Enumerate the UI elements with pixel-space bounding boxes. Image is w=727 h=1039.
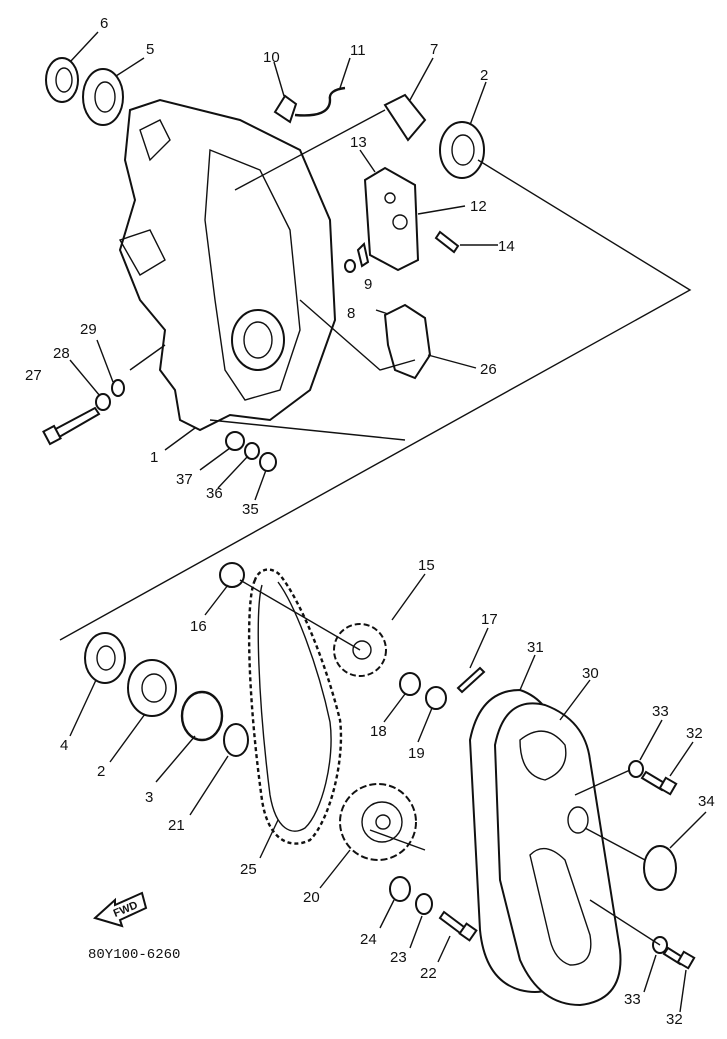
drive-housing [118,98,337,432]
drawing-code: 80Y100-6260 [88,947,180,963]
breather-hose-11 [294,86,346,117]
label-part-17: 17 [481,611,498,628]
label-part-19: 19 [408,745,425,762]
label-part-2-bottom: 2 [97,763,105,780]
label-part-37: 37 [176,471,193,488]
bolt-22 [438,910,478,942]
label-part-5: 5 [146,41,154,58]
label-part-33-upper: 33 [652,703,669,720]
plate-12 [363,166,420,272]
label-part-33-lower: 33 [624,991,641,1008]
washer-29 [111,379,125,397]
bearing-5 [82,68,124,126]
label-part-7: 7 [430,41,438,58]
bolt-9 [356,242,370,268]
label-part-23: 23 [390,949,407,966]
label-part-3: 3 [145,789,153,806]
label-part-32-lower: 32 [666,1011,683,1028]
bolt-27 [42,406,101,446]
label-part-14: 14 [498,238,515,255]
label-part-30: 30 [582,665,599,682]
label-part-29: 29 [80,321,97,338]
chain-case-cover-30 [493,702,622,1007]
label-part-4: 4 [60,737,68,754]
leader-lines [69,31,707,1013]
label-part-25: 25 [240,861,257,878]
drive-chain-25 [247,568,343,845]
label-part-9: 9 [364,276,372,293]
label-part-34: 34 [698,793,715,810]
label-part-21: 21 [168,817,185,834]
label-part-24: 24 [360,931,377,948]
bearing-2-top [439,121,485,179]
label-part-11: 11 [350,42,366,59]
label-part-8: 8 [347,305,355,322]
label-part-2-top: 2 [480,67,488,84]
bolt-32-lower [662,946,696,970]
washer-28 [95,393,111,411]
bearing-6 [45,57,79,103]
washer-37 [225,431,245,451]
bearing-4 [84,632,126,684]
collar-7 [383,93,427,142]
sprocket-20 [339,783,417,861]
label-part-20: 20 [303,889,320,906]
bolt-14 [434,230,460,254]
label-part-16: 16 [190,618,207,635]
label-part-18: 18 [370,723,387,740]
pin-17 [456,666,486,694]
washer-18 [399,672,421,696]
label-part-35: 35 [242,501,259,518]
washer-24 [389,876,411,902]
fwd-arrow-icon: FWD [93,891,148,928]
label-part-10: 10 [263,49,280,66]
part-labels: 6 5 10 11 7 2 13 12 14 9 8 26 29 28 27 1… [25,15,715,1028]
label-part-32-upper: 32 [686,725,703,742]
bottom-assembly-lines [239,579,661,946]
nut-35 [259,452,277,472]
label-part-12: 12 [470,198,487,215]
label-part-1: 1 [150,449,158,466]
label-part-6: 6 [100,15,108,32]
washer-8 [344,259,356,273]
sensor-26 [375,303,432,380]
collar-16 [219,562,245,588]
label-part-22: 22 [420,965,437,982]
bolt-32-upper [640,770,678,796]
bearing-2-bottom [127,659,177,717]
assembly-lines [59,109,692,641]
label-part-27: 27 [25,367,42,384]
washer-36 [244,442,260,460]
nut-19 [425,686,447,710]
label-part-31: 31 [527,639,544,656]
breather-fitting-10 [273,94,298,124]
label-part-28: 28 [53,345,70,362]
collar-21 [223,723,249,757]
washer-33-upper [628,760,644,778]
label-part-36: 36 [206,485,223,502]
label-part-15: 15 [418,557,435,574]
circlip-3 [180,690,224,742]
cap-34 [643,845,677,891]
label-part-13: 13 [350,134,367,151]
washer-23 [415,893,433,915]
label-part-26: 26 [480,361,497,378]
